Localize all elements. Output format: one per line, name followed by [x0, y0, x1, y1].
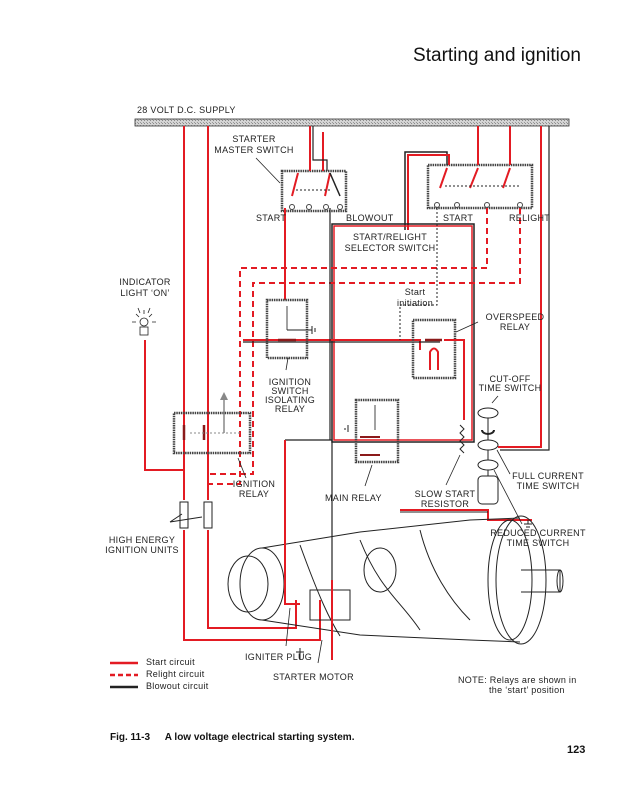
page-number: 123: [567, 744, 586, 756]
supply-label: 28 VOLT D.C. SUPPLY: [137, 105, 236, 115]
starter-master-switch-label-line1: STARTER: [232, 134, 276, 144]
indicator-light-label-line1: INDICATOR: [119, 277, 171, 287]
callout-lines: [237, 157, 523, 664]
legend-start-label: Start circuit: [146, 657, 195, 667]
overspeed-relay: [411, 318, 465, 420]
legend-blowout-label: Blowout circuit: [146, 681, 209, 691]
starter-master-switch: [280, 126, 348, 213]
cutoff-time-switch-label-line2: TIME SWITCH: [478, 383, 542, 393]
start-initiation-label-line2: initiation: [396, 298, 434, 308]
relight-circuit-wires: [208, 208, 521, 485]
start-circuit-wires: [144, 126, 542, 641]
ignition-relay-label-line1: IGNITION: [232, 479, 276, 489]
isolating-relay-label-line1: IGNITION: [268, 377, 312, 387]
starter-motor-label: STARTER MOTOR: [273, 672, 354, 682]
supply-bus-bar: [134, 118, 570, 127]
selector-switch-frame: [331, 223, 475, 443]
start-initiation-label-line1: Start: [404, 287, 426, 297]
starter-master-switch-label-line2: MASTER SWITCH: [214, 145, 294, 155]
ignition-switch-isolating-relay: [265, 298, 316, 360]
gas-turbine-engine-illustration: [227, 515, 564, 660]
indicator-light-icon: [132, 307, 156, 336]
overspeed-relay-label-line1: OVERSPEED: [485, 312, 545, 322]
relight-label: RELIGHT: [509, 213, 551, 223]
reduced-current-label-line1: REDUCED CURRENT: [490, 528, 586, 538]
legend: Start circuit Relight circuit Blowout ci…: [146, 657, 209, 693]
ignition-relay: [172, 392, 252, 455]
slow-start-resistor-label-line2: RESISTOR: [420, 499, 470, 509]
main-relay-label: MAIN RELAY: [325, 493, 382, 503]
full-current-label-line1: FULL CURRENT: [512, 471, 584, 481]
selector-switch-label-line2: SELECTOR SWITCH: [344, 243, 436, 253]
ignition-relay-label-line2: RELAY: [238, 489, 270, 499]
overspeed-relay-label-line2: RELAY: [499, 322, 531, 332]
blowout-label: BLOWOUT: [346, 213, 394, 223]
blowout-circuit-wires: [243, 126, 550, 580]
indicator-light-label-line2: LIGHT ‘ON’: [120, 288, 170, 298]
figure-caption: Fig. 11-3 A low voltage electrical start…: [110, 732, 354, 743]
legend-relight-label: Relight circuit: [146, 669, 205, 679]
igniter-plug-label: IGNITER PLUG: [245, 652, 313, 662]
note-line1: NOTE: Relays are shown in: [458, 675, 577, 685]
figure-number: Fig. 11-3: [110, 732, 151, 743]
slow-start-resistor-label-line1: SLOW START: [414, 489, 476, 499]
main-relay: [344, 398, 400, 464]
start-right-label: START: [443, 213, 474, 223]
reduced-current-label-line2: TIME SWITCH: [506, 538, 570, 548]
start-left-label: START: [256, 213, 287, 223]
isolating-relay-label-line4: RELAY: [274, 404, 306, 414]
high-energy-ignition-units: [169, 501, 213, 529]
isolating-relay-label-line2: SWITCH: [271, 386, 309, 396]
igniter-plug-lead: [284, 440, 300, 605]
isolating-relay-label-line3: ISOLATING: [264, 395, 316, 405]
start-initiation-line: [399, 208, 438, 340]
cutoff-time-switch-label-line1: CUT-OFF: [489, 374, 531, 384]
note-line2: the ‘start’ position: [489, 685, 565, 695]
page-header: Starting and ignition: [413, 45, 581, 66]
full-current-label-line2: TIME SWITCH: [516, 481, 580, 491]
time-switch-assembly: [400, 407, 532, 528]
figure-caption-text: A low voltage electrical starting system…: [164, 732, 355, 743]
selector-switch-label-line1: START/RELIGHT: [352, 232, 428, 242]
start-relight-selector-switch: [404, 126, 534, 230]
high-energy-label-line1: HIGH ENERGY: [108, 535, 176, 545]
high-energy-label-line2: IGNITION UNITS: [105, 545, 179, 555]
